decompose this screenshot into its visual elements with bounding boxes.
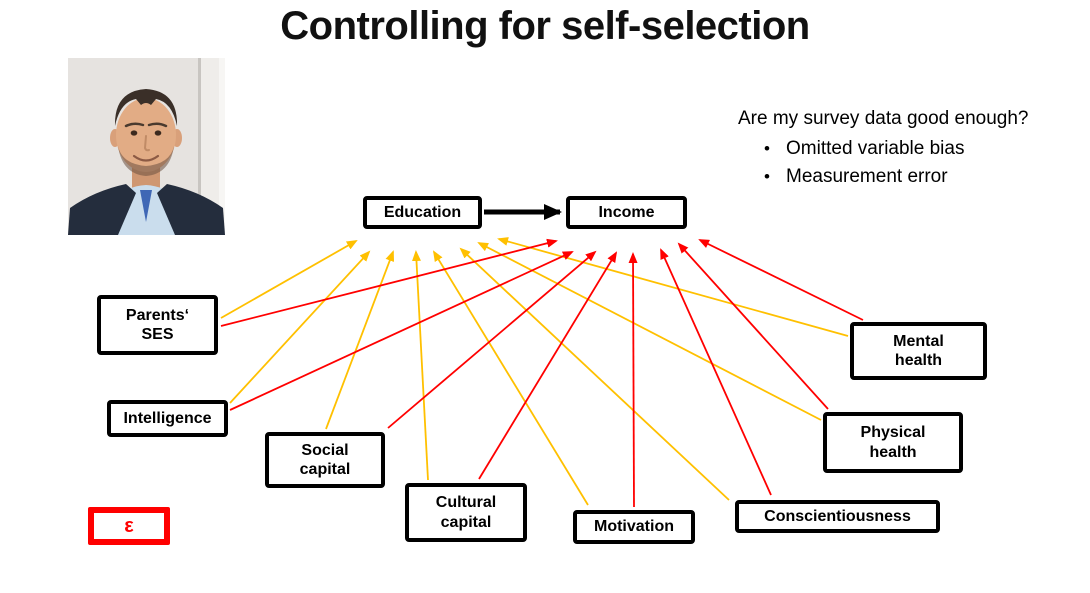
node-mental-health-label: Mental health bbox=[893, 332, 944, 369]
edge-cultural-capital-to-income bbox=[478, 251, 618, 480]
node-education: Education bbox=[363, 196, 482, 229]
edge-motivation-to-income bbox=[628, 252, 638, 508]
note-bullet-measurement-error: • Measurement error bbox=[764, 163, 1083, 191]
edge-parents-ses-to-income bbox=[220, 238, 558, 327]
edge-intelligence-to-income bbox=[229, 251, 574, 411]
edge-conscientiousness-to-education bbox=[459, 247, 730, 501]
node-conscientiousness: Conscientiousness bbox=[735, 500, 940, 533]
node-mental-health: Mental health bbox=[850, 322, 987, 380]
node-intelligence-label: Intelligence bbox=[123, 409, 212, 427]
node-education-label: Education bbox=[383, 203, 462, 221]
edge-physical-health-to-education bbox=[477, 242, 822, 421]
note-heading: Are my survey data good enough? bbox=[738, 108, 1029, 129]
node-income-label: Income bbox=[598, 203, 655, 221]
note-bullet-text: Omitted variable bias bbox=[786, 138, 965, 159]
slide-title: Controlling for self-selection bbox=[280, 4, 810, 48]
edge-social-capital-to-education bbox=[325, 250, 395, 430]
bullet-icon: • bbox=[764, 167, 770, 186]
edge-motivation-to-education bbox=[432, 250, 589, 506]
node-social-capital: Social capital bbox=[265, 432, 385, 488]
edge-mental-health-to-education bbox=[497, 237, 849, 337]
edge-social-capital-to-income bbox=[387, 250, 597, 429]
edge-conscientiousness-to-income bbox=[660, 248, 772, 496]
note-bullets: • Omitted variable bias • Measurement er… bbox=[738, 135, 1083, 191]
edge-mental-health-to-income bbox=[698, 239, 864, 321]
node-intelligence: Intelligence bbox=[107, 400, 228, 437]
error-term-box: ε bbox=[88, 507, 170, 545]
node-cultural-capital-label: Cultural capital bbox=[435, 494, 497, 531]
node-conscientiousness-label: Conscientiousness bbox=[764, 507, 911, 525]
note-bullet-omitted-variable-bias: • Omitted variable bias bbox=[764, 135, 1083, 163]
node-parents-ses-label: Parents‘ SES bbox=[125, 306, 190, 343]
node-parents-ses: Parents‘ SES bbox=[97, 295, 218, 355]
survey-note: Are my survey data good enough? • Omitte… bbox=[738, 106, 1083, 191]
edge-parents-ses-to-education bbox=[220, 240, 358, 319]
node-motivation: Motivation bbox=[573, 510, 695, 544]
edge-intelligence-to-education bbox=[229, 250, 371, 404]
portrait-photo bbox=[68, 58, 225, 235]
node-motivation-label: Motivation bbox=[594, 518, 674, 536]
note-bullet-text: Measurement error bbox=[786, 166, 948, 187]
error-term-label: ε bbox=[124, 515, 134, 537]
node-cultural-capital: Cultural capital bbox=[405, 483, 527, 542]
node-income: Income bbox=[566, 196, 687, 229]
node-physical-health-label: Physical health bbox=[860, 424, 926, 461]
edge-physical-health-to-income bbox=[677, 242, 829, 410]
bullet-icon: • bbox=[764, 139, 770, 158]
edge-cultural-capital-to-education bbox=[411, 250, 429, 481]
node-social-capital-label: Social capital bbox=[299, 441, 351, 478]
node-physical-health: Physical health bbox=[823, 412, 963, 473]
